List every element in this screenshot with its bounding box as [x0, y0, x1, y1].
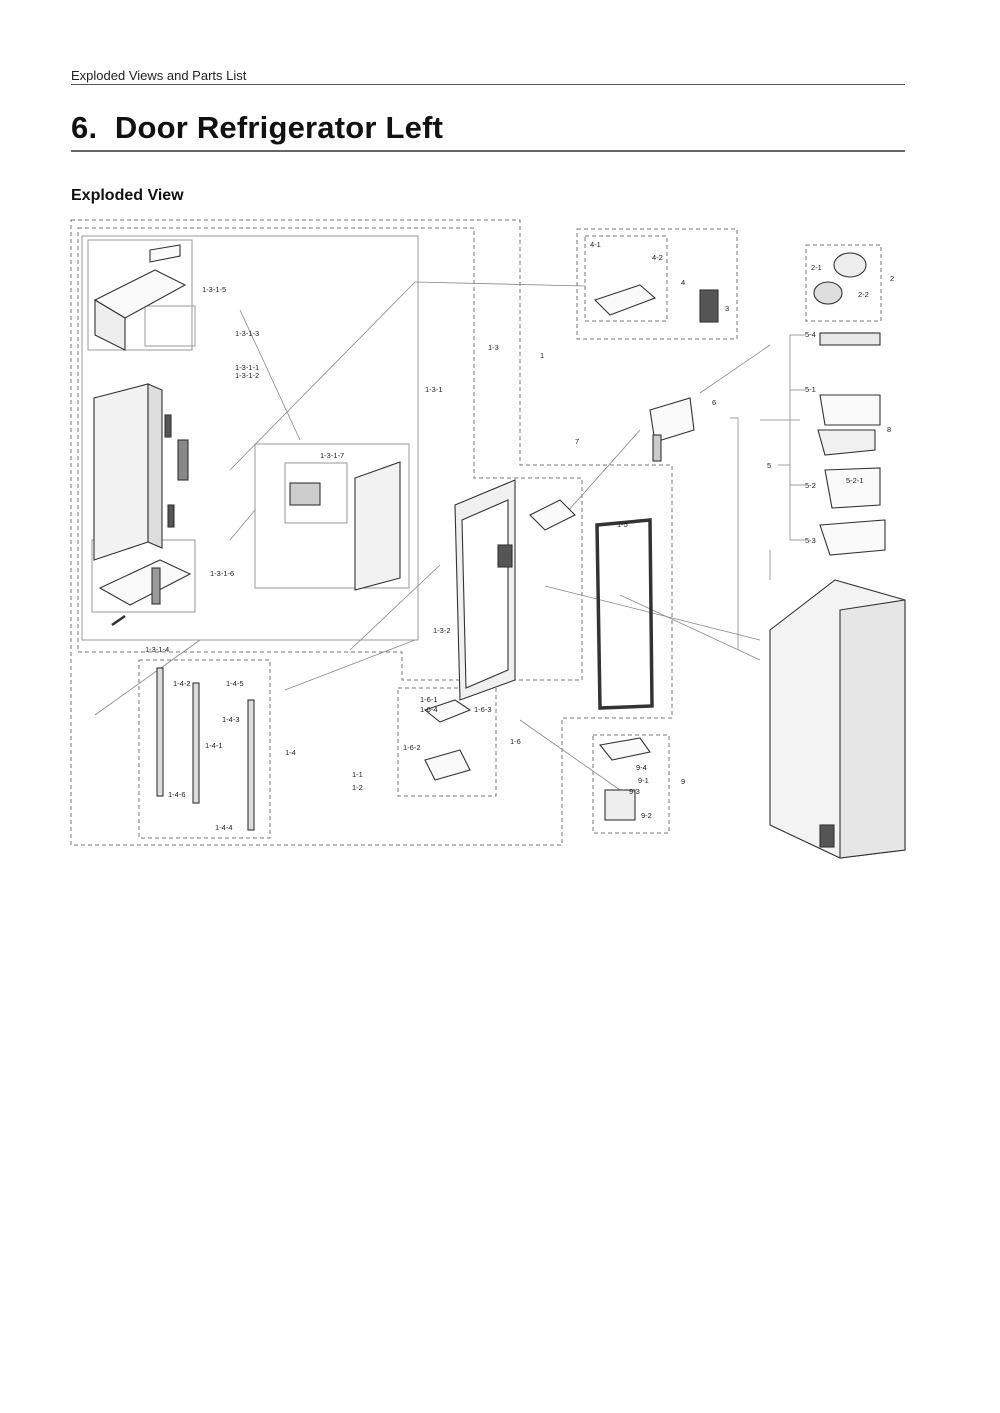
callout-5-2: 5-2 [805, 481, 816, 490]
callout-1-4-6: 1-4-6 [168, 790, 186, 799]
callout-4: 4 [681, 278, 685, 287]
callout-1-6: 1-6 [510, 737, 521, 746]
callout-2-2: 2-2 [858, 290, 869, 299]
callout-6: 6 [712, 398, 716, 407]
header-rule [71, 84, 905, 85]
callout-5-4: 5-4 [805, 330, 816, 339]
callout-1-3-1-6: 1-3-1-6 [210, 569, 234, 578]
callout-1-6-3: 1-6-3 [474, 705, 492, 714]
callout-1-3-1-3: 1-3-1-3 [235, 329, 259, 338]
callout-1-3-1-4: 1-3-1-4 [145, 645, 169, 654]
callout-1-1: 1-1 [352, 770, 363, 779]
callout-8: 8 [887, 425, 891, 434]
callout-5-2-1: 5-2-1 [846, 476, 864, 485]
callout-1-3-1: 1-3-1 [425, 385, 443, 394]
callout-1-3-1-2: 1-3-1-2 [235, 371, 259, 380]
callout-1-3-1-5: 1-3-1-5 [202, 285, 226, 294]
callout-1-3-2: 1-3-2 [433, 626, 451, 635]
callout-9-1: 9-1 [638, 776, 649, 785]
callout-1: 1 [540, 351, 544, 360]
section-title: Exploded View [71, 187, 184, 204]
callout-9: 9 [681, 777, 685, 786]
callout-1-4: 1-4 [285, 748, 296, 757]
title-rule [71, 150, 905, 152]
callout-1-3-1-7: 1-3-1-7 [320, 451, 344, 460]
callout-7: 7 [575, 437, 579, 446]
callout-9-2: 9-2 [641, 811, 652, 820]
callout-1-4-2: 1-4-2 [173, 679, 191, 688]
callout-4-1: 4-1 [590, 240, 601, 249]
callout-9-3: 9-3 [629, 787, 640, 796]
callout-5: 5 [767, 461, 771, 470]
callout-1-4-5: 1-4-5 [226, 679, 244, 688]
callout-1-4-4: 1-4-4 [215, 823, 233, 832]
callout-1-2: 1-2 [352, 783, 363, 792]
callout-1-3: 1-3 [488, 343, 499, 352]
callout-5-3: 5-3 [805, 536, 816, 545]
callout-1-6-2: 1-6-2 [403, 743, 421, 752]
chapter-title-text: Door Refrigerator Left [114, 110, 444, 145]
page-title: 6. Door Refrigerator Left [71, 110, 443, 146]
exploded-view-diagram: 1 1-1 1-2 1-3 1-3-1 1-3-1-1 1-3-1-2 1-3-… [60, 210, 920, 865]
callout-1-6-1: 1-6-1 [420, 695, 438, 704]
callout-1-5: 1-5 [617, 520, 628, 529]
callout-1-4-3: 1-4-3 [222, 715, 240, 724]
callout-1-4-1: 1-4-1 [205, 741, 223, 750]
callout-3: 3 [725, 304, 729, 313]
callout-9-4: 9-4 [636, 763, 647, 772]
running-head: Exploded Views and Parts List [71, 68, 247, 83]
callout-1-3-1-1: 1-3-1-1 [235, 363, 259, 372]
chapter-number: 6. [71, 110, 98, 145]
callout-4-2: 4-2 [652, 253, 663, 262]
callout-1-6-4: 1-6-4 [420, 705, 438, 714]
callout-2: 2 [890, 274, 894, 283]
callout-5-1: 5-1 [805, 385, 816, 394]
callout-2-1: 2-1 [811, 263, 822, 272]
